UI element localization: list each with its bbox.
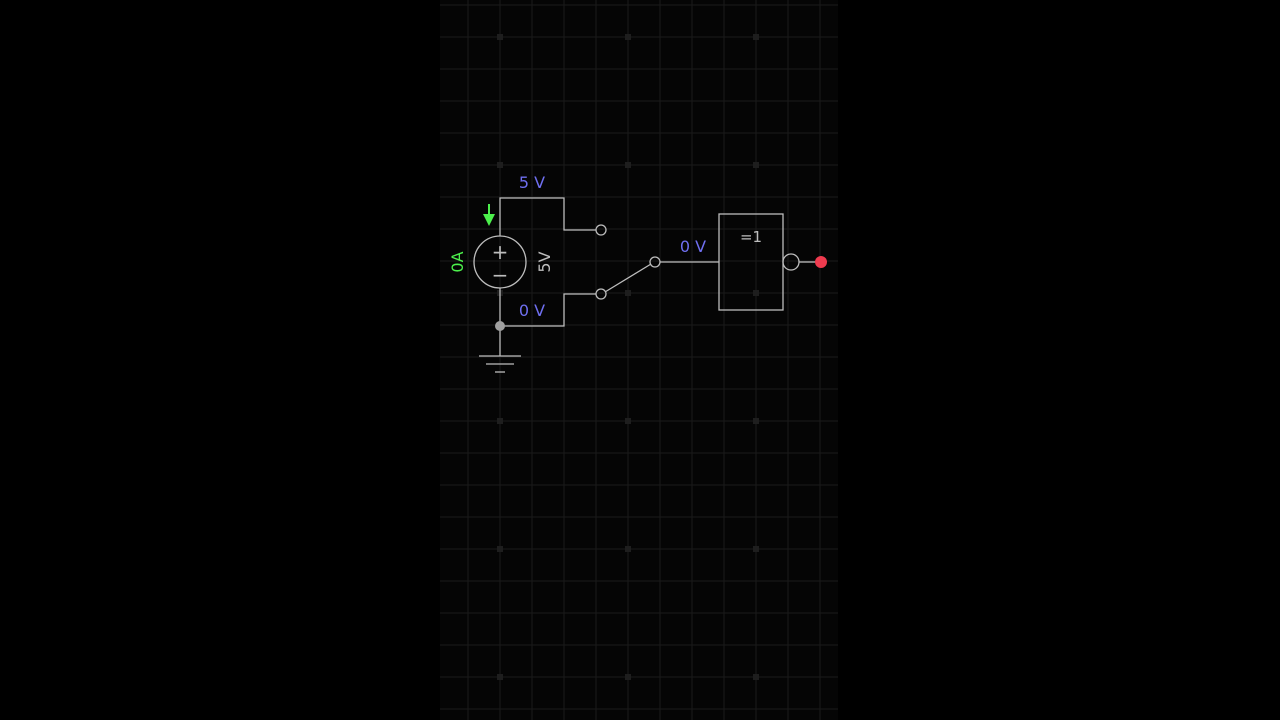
grid-dot — [625, 674, 631, 680]
current-arrow-icon — [483, 204, 495, 226]
ground-icon — [479, 355, 521, 373]
grid-dot — [625, 34, 631, 40]
wire-bottom[interactable] — [499, 288, 596, 327]
grid-dot — [625, 546, 631, 552]
top-voltage-label: 5 V — [519, 173, 545, 192]
gate-label: =1 — [740, 228, 762, 246]
grid — [440, 0, 838, 720]
canvas-background — [440, 0, 838, 720]
output-led[interactable] — [815, 256, 827, 268]
source-voltage-label: 5V — [535, 251, 554, 272]
grid-dot — [753, 674, 759, 680]
junction-node[interactable] — [495, 321, 505, 331]
grid-dot — [753, 34, 759, 40]
grid-dot — [753, 546, 759, 552]
minus-sign: − — [492, 263, 509, 287]
plus-sign: + — [492, 240, 509, 264]
grid-dot — [497, 546, 503, 552]
grid-dot — [753, 290, 759, 296]
grid-dot — [625, 162, 631, 168]
grid-dot — [497, 674, 503, 680]
bottom-voltage-label: 0 V — [519, 301, 545, 320]
switch-output-voltage-label: 0 V — [680, 237, 706, 256]
grid-dot — [497, 162, 503, 168]
grid-dot — [625, 290, 631, 296]
grid-dot — [753, 418, 759, 424]
source-current-label: 0A — [448, 251, 467, 272]
wire-top[interactable] — [499, 197, 596, 236]
xnor-gate[interactable]: =1 — [718, 213, 800, 311]
grid-dot — [625, 418, 631, 424]
grid-dot — [497, 34, 503, 40]
grid-dot — [497, 418, 503, 424]
grid-dot — [753, 162, 759, 168]
